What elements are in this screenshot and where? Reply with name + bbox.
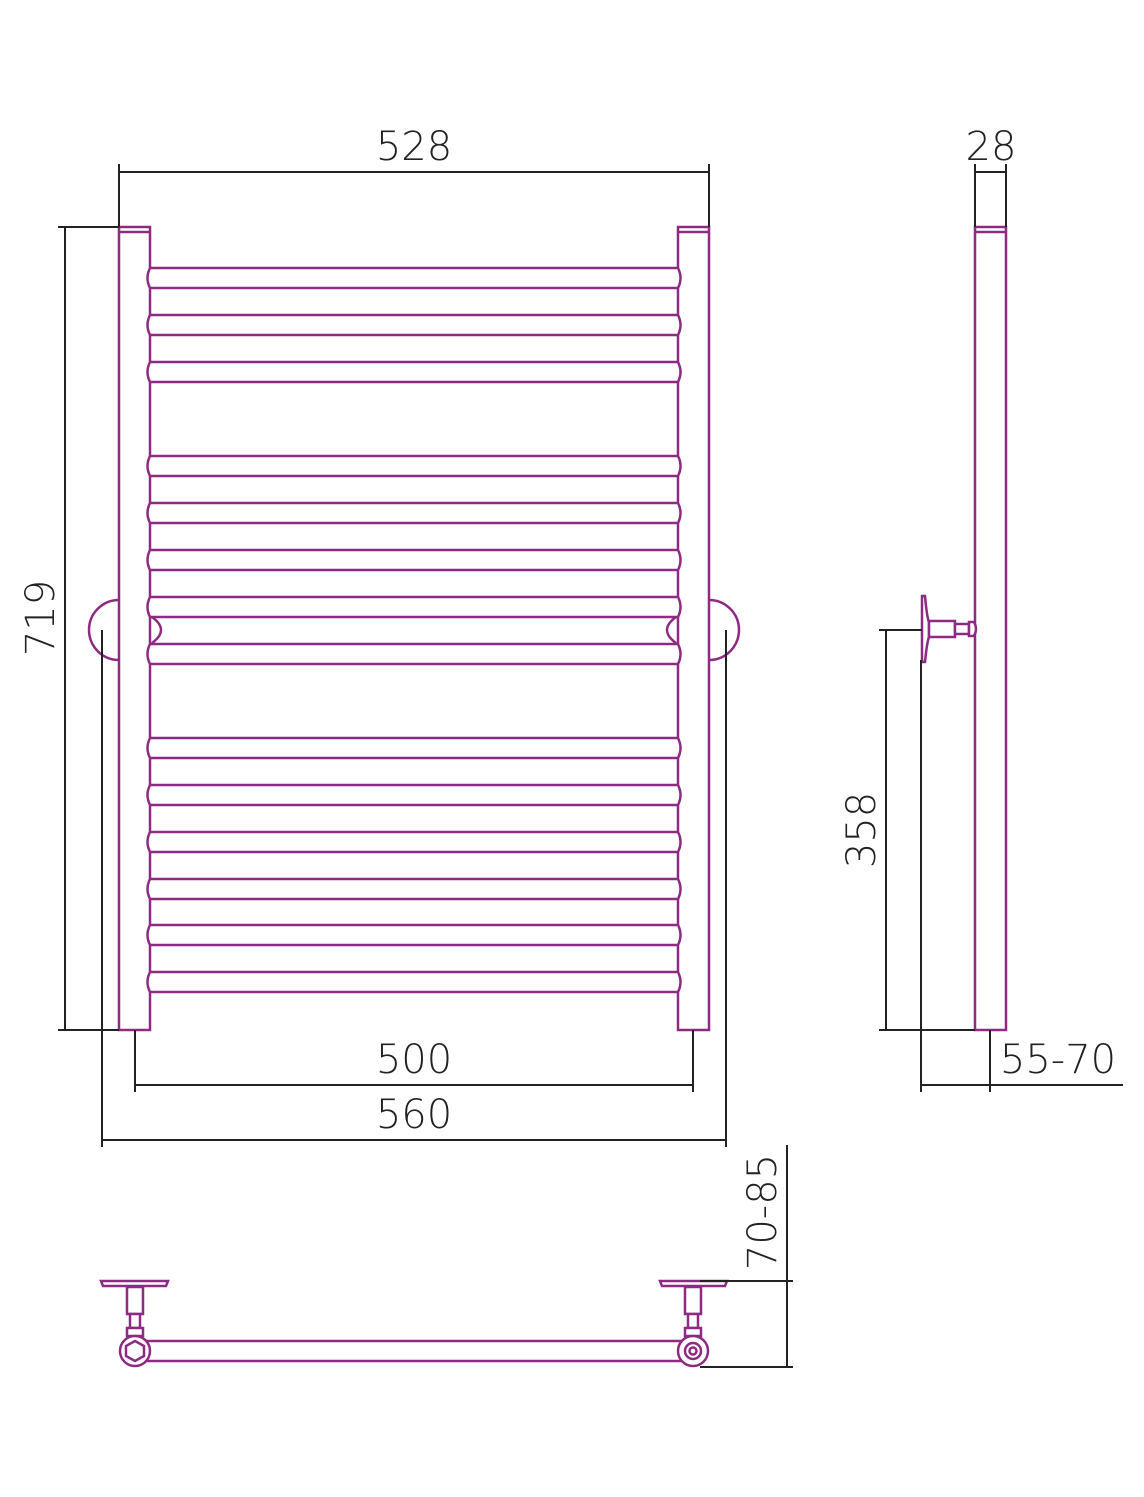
right-end-circle: [676, 1334, 710, 1368]
bottom-view: [99, 1279, 729, 1368]
dim-label-width-with-valves: 560: [376, 1092, 452, 1138]
side-valve-nut: [967, 620, 978, 638]
dim-label-wall-distance-bottom: 70-85: [740, 1154, 786, 1270]
crossbar: [146, 877, 682, 901]
side-valve-stem: [953, 622, 971, 636]
dim-label-depth: 28: [966, 124, 1017, 170]
air-vent-center: [688, 1346, 698, 1356]
dim-label-center-distance: 500: [376, 1037, 452, 1083]
left-valve-body: [125, 1285, 145, 1316]
left-end-circle: [118, 1334, 152, 1368]
bottom-bar: [133, 1339, 695, 1363]
crossbars: [146, 266, 682, 994]
crossbar: [146, 783, 682, 807]
crossbar: [146, 923, 682, 947]
crossbar: [146, 454, 682, 478]
right-inner-arc: [665, 615, 677, 645]
right-vertical-tube: [676, 225, 711, 1032]
dim-label-connection-height: 358: [839, 792, 885, 868]
side-tube: [973, 225, 1008, 1032]
crossbar: [146, 595, 682, 619]
dimension-lines: 528 28 719 500 560 358 55-70 70-85: [18, 124, 1123, 1368]
right-valve-stem: [686, 1312, 700, 1330]
left-connection-arc: [87, 598, 120, 662]
crossbar: [146, 266, 682, 290]
crossbar: [146, 642, 682, 666]
dim-label-overall-width: 528: [376, 124, 452, 170]
left-inner-arc: [151, 615, 163, 645]
crossbar: [146, 501, 682, 525]
right-valve-body: [683, 1285, 703, 1316]
right-connection-arc: [708, 598, 741, 662]
crossbar: [146, 548, 682, 572]
side-view: [920, 225, 1008, 1032]
crossbar: [146, 736, 682, 760]
crossbar: [146, 360, 682, 384]
side-valve-body: [927, 619, 957, 639]
left-vertical-tube: [117, 225, 152, 1032]
crossbar: [146, 313, 682, 337]
front-view: [87, 225, 741, 1032]
hex-plug-icon: [124, 1339, 146, 1363]
crossbar: [146, 970, 682, 994]
left-wall-flange: [99, 1279, 170, 1288]
dim-label-wall-distance-side: 55-70: [1000, 1037, 1116, 1083]
crossbar: [146, 830, 682, 854]
air-vent-icon: [683, 1341, 703, 1361]
left-valve-stem: [128, 1312, 142, 1330]
dim-label-overall-height: 719: [18, 580, 64, 656]
